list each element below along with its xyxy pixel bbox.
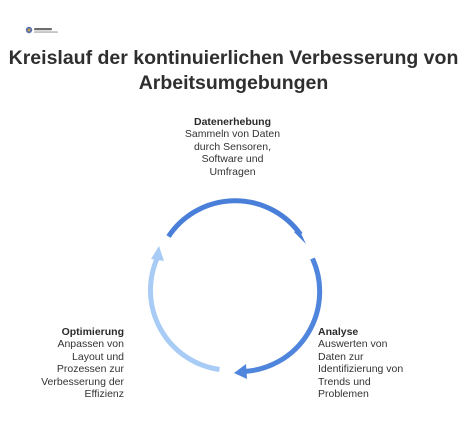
step-optimierung: Optimierung Anpassen von Layout und Proz… — [10, 326, 124, 400]
arrowhead-top-icon — [151, 246, 164, 261]
cycle-arrow-analyse-to-optimierung — [243, 257, 323, 374]
step-description: Auswerten von Daten zur Identifizierung … — [318, 338, 404, 401]
step-heading: Optimierung — [61, 326, 124, 338]
step-description: Anpassen von Layout und Prozessen zur Ve… — [41, 338, 124, 401]
diagram-title: Kreislauf der kontinuierlichen Verbesser… — [8, 47, 459, 94]
arrowhead-right-icon — [294, 229, 306, 244]
cycle-arrow-optimierung-to-datenerhebung — [148, 256, 220, 372]
step-heading: Datenerhebung — [193, 116, 271, 128]
step-datenerhebung: Datenerhebung Sammeln von Daten durch Se… — [150, 116, 315, 178]
step-description: Sammeln von Daten durch Sensoren, Softwa… — [184, 128, 281, 178]
brand-logo-icon — [25, 26, 58, 34]
step-analyse: Analyse Auswerten von Daten zur Identifi… — [318, 326, 453, 400]
step-heading: Analyse — [318, 326, 359, 338]
arrowhead-bottom-icon — [234, 364, 247, 379]
cycle-arrow-datenerhebung-to-analyse — [166, 198, 303, 238]
